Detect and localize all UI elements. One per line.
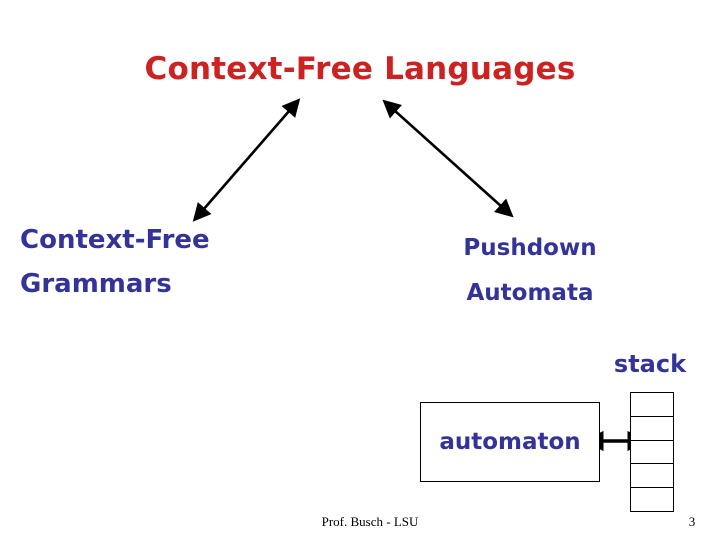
stack-cell xyxy=(630,392,674,416)
arrow-title-to-automata xyxy=(382,99,514,218)
concept-pushdown-automata: Pushdown Automata xyxy=(430,226,630,316)
stack-cell xyxy=(630,463,674,488)
stack-cell xyxy=(630,487,674,512)
stack-diagram xyxy=(630,392,674,512)
concept-left-line1: Context-Free xyxy=(20,225,210,255)
automaton-box xyxy=(420,402,600,482)
automaton-label: automaton xyxy=(439,429,581,455)
stack-cell xyxy=(630,415,674,440)
concept-left-line2: Grammars xyxy=(20,269,172,299)
concept-right-line1: Pushdown xyxy=(463,235,597,261)
concept-right-line2: Automata xyxy=(466,280,594,306)
stack-cell xyxy=(630,439,674,464)
arrow-title-to-grammars xyxy=(192,98,301,222)
page-number: 3 xyxy=(688,514,696,529)
page-title: Context-Free Languages xyxy=(144,51,576,87)
stack-label: stack xyxy=(613,350,687,378)
concept-context-free-grammars: Context-Free Grammars xyxy=(20,218,210,306)
footer-credit: Prof. Busch - LSU xyxy=(321,514,419,529)
